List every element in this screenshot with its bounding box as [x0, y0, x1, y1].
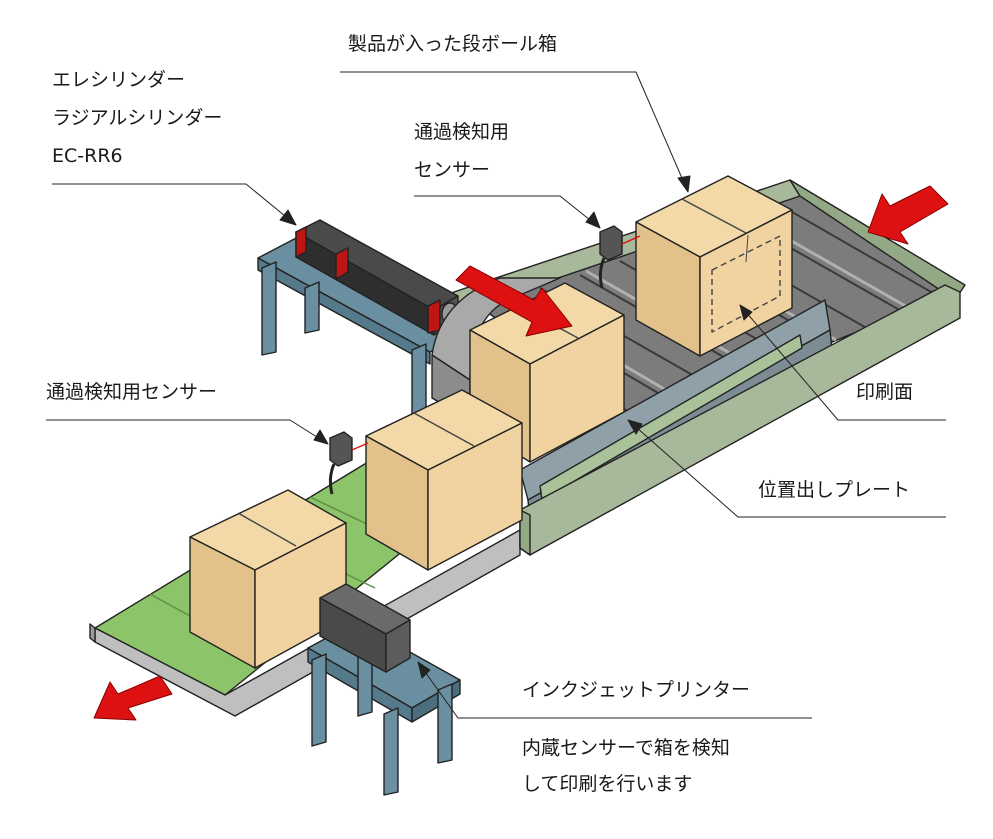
leader-lines: [46, 71, 946, 719]
label-cylinder-line1: エレシリンダー: [52, 69, 186, 91]
label-sensor-left: 通過検知用センサー: [46, 381, 218, 403]
label-sensor-top-line1: 通過検知用: [414, 121, 510, 143]
inkjet-printer: [319, 583, 411, 673]
label-sensor-top-line2: センサー: [414, 159, 491, 181]
box-front-middle: [365, 389, 523, 571]
label-printer-note-line1: 内蔵センサーで箱を検知: [522, 737, 730, 759]
label-box: 製品が入った段ボール箱: [348, 33, 558, 55]
label-printer-note-line2: して印刷を行います: [522, 773, 693, 795]
arrow-out-bottom-left: [93, 675, 173, 721]
box-back: [635, 175, 793, 357]
arrow-in-top-right: [867, 185, 949, 245]
arrow-push: [455, 265, 573, 337]
label-cylinder-line2: ラジアルシリンダー: [52, 107, 223, 129]
box-front: [189, 489, 347, 669]
label-print-face: 印刷面: [856, 381, 914, 403]
label-position-plate: 位置出しプレート: [758, 479, 911, 501]
label-cylinder-line3: EC-RR6: [52, 145, 123, 167]
sensor-top: [598, 225, 641, 289]
sensor-left: [328, 431, 369, 495]
front-rail: [519, 284, 961, 556]
label-printer: インクジェットプリンター: [522, 679, 751, 701]
